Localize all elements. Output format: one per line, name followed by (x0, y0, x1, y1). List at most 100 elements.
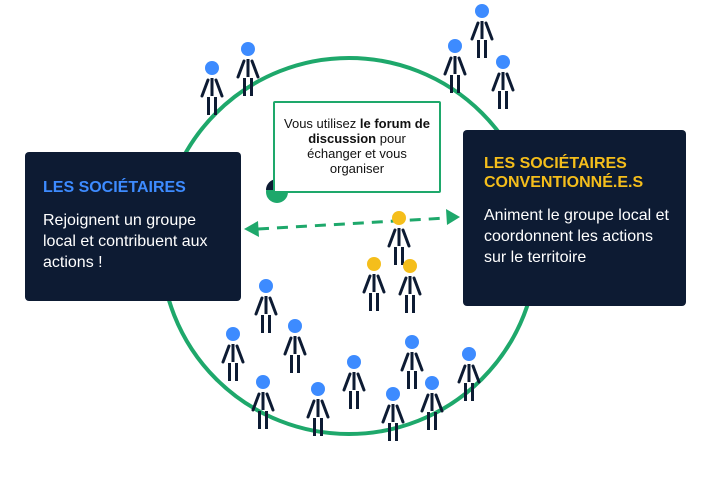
person-leg-left (394, 247, 397, 265)
person-arm-right (414, 352, 424, 372)
person-icon (251, 375, 275, 429)
person-head (392, 211, 406, 225)
person-arm-right (297, 336, 307, 356)
person-head (259, 279, 273, 293)
person-icon (362, 257, 386, 311)
person-arm-left (457, 364, 467, 384)
person-arm-left (283, 336, 293, 356)
person-head (288, 319, 302, 333)
person-head (311, 382, 325, 396)
person-icon (400, 335, 424, 389)
person-leg-left (243, 78, 246, 96)
left-info-box: LES SOCIÉTAIRES Rejoignent un groupe loc… (25, 152, 241, 301)
person-torso (210, 78, 214, 96)
person-leg-right (471, 383, 474, 401)
person-arm-left (251, 392, 261, 412)
person-icon (491, 55, 515, 109)
person-leg-right (412, 295, 415, 313)
person-head (367, 257, 381, 271)
person-leg-right (265, 411, 268, 429)
person-torso (231, 344, 235, 362)
dashed-connector (257, 216, 448, 231)
person-arm-right (484, 21, 494, 41)
person-leg-left (261, 315, 264, 333)
person-arm-left (342, 372, 352, 392)
person-icon (254, 279, 278, 333)
person-head (475, 4, 489, 18)
person-icon (420, 376, 444, 430)
person-icon (470, 4, 494, 58)
person-leg-left (349, 391, 352, 409)
left-box-title: LES SOCIÉTAIRES (43, 179, 186, 196)
person-torso (316, 399, 320, 417)
person-arm-left (491, 72, 501, 92)
arrowhead-left (244, 221, 259, 237)
person-icon (398, 259, 422, 313)
double-arrow-dashed-icon (244, 209, 460, 237)
person-arm-right (214, 78, 224, 98)
person-torso (453, 56, 457, 74)
person-icon (306, 382, 330, 436)
person-leg-right (505, 91, 508, 109)
person-arm-right (471, 364, 481, 384)
person-head (448, 39, 462, 53)
person-arm-right (401, 228, 411, 248)
right-info-box: LES SOCIÉTAIRES CONVENTIONNÉ.E.S Animent… (463, 130, 686, 306)
person-arm-left (306, 399, 316, 419)
person-arm-left (254, 296, 264, 316)
person-head (425, 376, 439, 390)
person-leg-right (395, 423, 398, 441)
person-torso (352, 372, 356, 390)
person-icon (443, 39, 467, 93)
person-leg-right (297, 355, 300, 373)
person-leg-right (376, 293, 379, 311)
person-arm-right (356, 372, 366, 392)
left-box-text: Rejoignent un groupe local et contribuen… (43, 212, 208, 271)
person-arm-left (221, 344, 231, 364)
person-leg-right (401, 247, 404, 265)
right-box-title-line2: CONVENTIONNÉ.E.S (484, 174, 644, 191)
person-arm-right (434, 393, 444, 413)
person-torso (391, 404, 395, 422)
person-arm-left (381, 404, 391, 424)
person-torso (372, 274, 376, 292)
person-torso (293, 336, 297, 354)
person-arm-right (457, 56, 467, 76)
person-leg-right (484, 40, 487, 58)
person-torso (261, 392, 265, 410)
person-arm-right (265, 392, 275, 412)
person-arm-left (470, 21, 480, 41)
person-head (205, 61, 219, 75)
person-leg-left (258, 411, 261, 429)
person-leg-right (250, 78, 253, 96)
person-torso (501, 72, 505, 90)
person-torso (480, 21, 484, 39)
person-leg-right (457, 75, 460, 93)
right-box-title: LES SOCIÉTAIRES CONVENTIONNÉ.E.S (484, 154, 674, 192)
person-head (496, 55, 510, 69)
people-group (200, 4, 515, 441)
person-icon (387, 211, 411, 265)
person-leg-left (290, 355, 293, 373)
person-arm-left (362, 274, 372, 294)
person-arm-left (400, 352, 410, 372)
callout-text-bold: le forum de discussion (308, 116, 430, 146)
person-head (386, 387, 400, 401)
person-leg-right (414, 371, 417, 389)
person-icon (221, 327, 245, 381)
person-icon (200, 61, 224, 115)
person-arm-left (398, 276, 408, 296)
person-arm-left (443, 56, 453, 76)
person-leg-left (450, 75, 453, 93)
person-torso (408, 276, 412, 294)
person-icon (457, 347, 481, 401)
person-torso (246, 59, 250, 77)
person-leg-left (388, 423, 391, 441)
person-icon (236, 42, 260, 96)
person-arm-left (200, 78, 210, 98)
person-arm-right (412, 276, 422, 296)
person-leg-left (407, 371, 410, 389)
person-arm-left (236, 59, 246, 79)
person-arm-left (387, 228, 397, 248)
person-leg-left (427, 412, 430, 430)
